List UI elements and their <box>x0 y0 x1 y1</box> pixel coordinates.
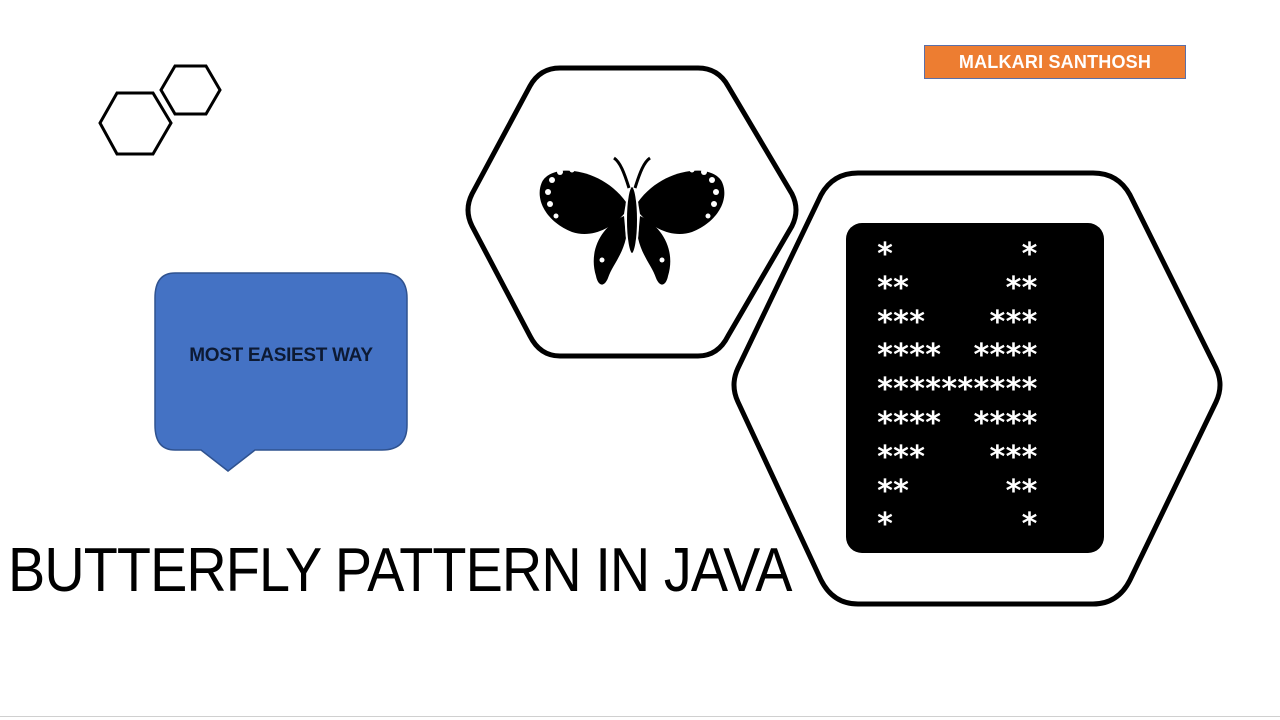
pattern-line: * * <box>876 237 1039 272</box>
console-output-panel <box>846 223 1104 553</box>
pattern-line: ** ** <box>876 270 1039 306</box>
author-name: MALKARI SANTHOSH <box>958 51 1152 72</box>
pattern-line: **** **** <box>876 338 1039 374</box>
butterfly-hexagon <box>465 65 799 359</box>
pattern-line: *** *** <box>876 439 1039 475</box>
pattern-line: ********** <box>876 372 1039 408</box>
hexagon-pair-icon <box>98 64 222 156</box>
pattern-line: **** **** <box>876 405 1039 441</box>
slide-title: BUTTERFLY PATTERN IN JAVA <box>8 536 793 605</box>
callout-bubble <box>154 272 408 472</box>
callout-text: MOST EASIEST WAY <box>189 345 373 366</box>
pattern-line: *** *** <box>876 304 1039 340</box>
author-badge: MALKARI SANTHOSH <box>924 45 1186 79</box>
butterfly-pattern-output: * * ** ** *** *** **** **** ********** *… <box>876 237 1039 543</box>
pattern-line: * * <box>876 507 1039 543</box>
butterfly-icon <box>539 156 725 285</box>
pattern-line: ** ** <box>876 473 1039 509</box>
bottom-divider <box>0 716 1280 717</box>
